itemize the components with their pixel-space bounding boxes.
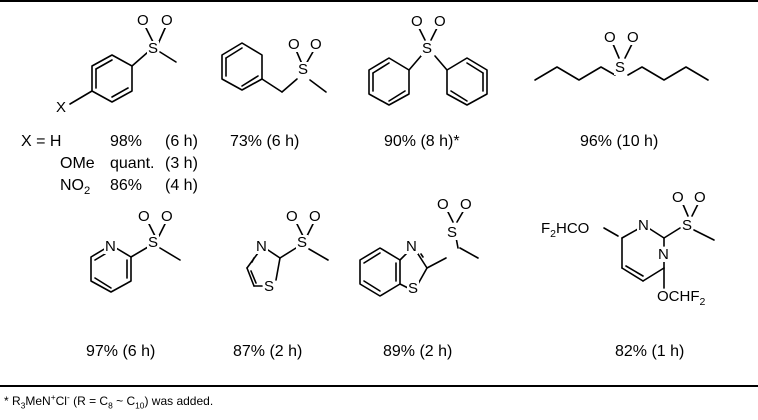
row-ome-group: OMe <box>60 155 95 172</box>
pyridyl-oxygen-2: O <box>160 208 174 225</box>
thiazolyl-sulfur-atom: S <box>296 234 309 251</box>
footnote-rule <box>0 385 758 387</box>
benzyl-yield-label: 73% (6 h) <box>230 133 300 150</box>
diphenyl-sulfur-atom: S <box>421 40 434 57</box>
pyridine-nitrogen-atom: N <box>104 238 117 255</box>
top-rule <box>0 0 758 2</box>
pyrimidine-nitrogen-1: N <box>637 217 650 234</box>
benzyl-sulfur-atom: S <box>297 61 310 78</box>
thiazolyl-oxygen-2: O <box>308 208 322 225</box>
benzothiazole-sulfur-atom: S <box>407 280 420 297</box>
benzyl-oxygen-2: O <box>309 36 323 53</box>
thiazolyl-yield-label: 87% (2 h) <box>233 343 303 360</box>
benzothiazolyl-oxygen-2: O <box>459 196 473 213</box>
pyrimidinyl-yield-label: 82% (1 h) <box>615 343 685 360</box>
diphenyl-yield-label: 90% (8 h)* <box>384 133 460 150</box>
pyrimidinyl-oxygen-1: O <box>671 189 685 206</box>
benzothiazolyl-sulfur-atom: S <box>446 224 459 241</box>
row-h-group: X = H <box>21 133 62 150</box>
row-no2-group: NO2 <box>60 177 91 198</box>
row-ome-yield: quant. <box>110 155 155 172</box>
dibutyl-yield-label: 96% (10 h) <box>580 133 659 150</box>
aryl-sulfur-atom: S <box>147 40 160 57</box>
thiazolyl-oxygen-1: O <box>285 208 299 225</box>
dibutyl-sulfur-atom: S <box>614 59 627 76</box>
pyridyl-yield-label: 97% (6 h) <box>86 343 156 360</box>
row-h-time: (6 h) <box>165 133 198 150</box>
footnote: * R3MeN+Cl- (R = C8 ~ C10) was added. <box>4 392 214 411</box>
benzyl-oxygen-1: O <box>287 36 301 53</box>
aryl-oxygen-1: O <box>136 12 150 29</box>
pyrimidinyl-oxygen-2: O <box>693 189 707 206</box>
thiazole-sulfur-atom: S <box>263 278 276 295</box>
diphenyl-oxygen-1: O <box>410 13 424 30</box>
thiazole-nitrogen-atom: N <box>255 238 268 255</box>
aryl-oxygen-2: O <box>160 12 174 29</box>
dibutyl-oxygen-2: O <box>626 29 640 46</box>
row-ome-time: (3 h) <box>165 155 198 172</box>
benzothiazole-nitrogen-atom: N <box>405 238 418 255</box>
benzothiazolyl-oxygen-1: O <box>436 196 450 213</box>
row-no2-yield: 86% <box>110 177 143 194</box>
dibutyl-oxygen-1: O <box>603 29 617 46</box>
benzothiazolyl-yield-label: 89% (2 h) <box>383 343 453 360</box>
row-h-yield: 98% <box>110 133 143 150</box>
pyridyl-sulfur-atom: S <box>147 234 160 251</box>
pyrimidinyl-sulfur-atom: S <box>681 217 694 234</box>
diphenyl-oxygen-2: O <box>433 13 447 30</box>
pyrimidine-nitrogen-2: N <box>657 246 670 263</box>
aryl-substituent-x: X <box>55 99 68 116</box>
row-no2-time: (4 h) <box>165 177 198 194</box>
footnote-mark: * <box>4 394 9 408</box>
difluoromethoxy-left: F2HCO <box>540 220 591 240</box>
pyridyl-oxygen-1: O <box>137 208 151 225</box>
difluoromethoxy-bottom: OCHF2 <box>656 288 707 308</box>
